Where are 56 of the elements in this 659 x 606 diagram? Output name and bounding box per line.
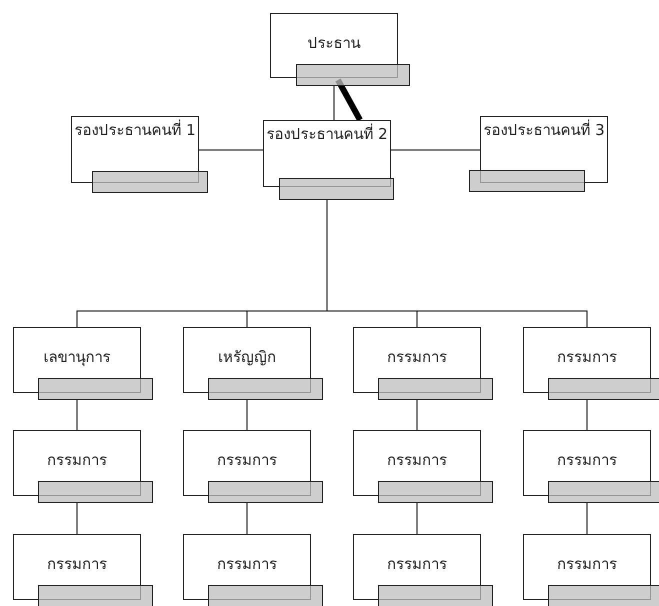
position-title: กรรมการ bbox=[386, 554, 448, 575]
name-plate-bar bbox=[548, 585, 659, 606]
position-title: กรรมการ bbox=[216, 450, 278, 471]
position-title: เหรัญญิก bbox=[217, 347, 277, 368]
position-title: รองประธานคนที่ 2 bbox=[265, 122, 389, 145]
name-plate-bar bbox=[38, 585, 153, 606]
position-title: กรรมการ bbox=[556, 347, 618, 368]
name-plate-bar bbox=[92, 171, 208, 193]
position-card bbox=[353, 430, 493, 503]
position-card bbox=[71, 116, 208, 193]
position-title: ประธาน bbox=[306, 33, 362, 54]
position-card bbox=[183, 534, 323, 606]
position-title: กรรมการ bbox=[46, 554, 108, 575]
name-plate-bar bbox=[208, 585, 323, 606]
name-plate-bar bbox=[208, 378, 323, 400]
position-card bbox=[183, 430, 323, 503]
name-plate-bar bbox=[296, 64, 410, 86]
name-plate-bar bbox=[378, 378, 493, 400]
position-card bbox=[469, 116, 608, 192]
position-card bbox=[183, 327, 323, 400]
name-plate-bar bbox=[548, 481, 659, 503]
name-plate-bar bbox=[378, 585, 493, 606]
connector-line bbox=[586, 400, 588, 430]
position-title: กรรมการ bbox=[46, 450, 108, 471]
position-card bbox=[523, 534, 659, 606]
name-plate-bar bbox=[38, 481, 153, 503]
position-title: เลขานุการ bbox=[42, 347, 112, 368]
position-card bbox=[13, 534, 153, 606]
connector-line bbox=[416, 400, 418, 430]
position-card bbox=[523, 327, 659, 400]
position-title: กรรมการ bbox=[386, 450, 448, 471]
position-card bbox=[13, 327, 153, 400]
name-plate-bar bbox=[208, 481, 323, 503]
connector-line bbox=[246, 400, 248, 430]
position-card bbox=[270, 13, 410, 86]
connector-line bbox=[76, 400, 78, 430]
name-plate-bar bbox=[38, 378, 153, 400]
position-card bbox=[353, 534, 493, 606]
name-plate-bar bbox=[548, 378, 659, 400]
position-title: กรรมการ bbox=[386, 347, 448, 368]
name-plate-bar bbox=[279, 178, 394, 200]
position-title: กรรมการ bbox=[556, 554, 618, 575]
connector-line bbox=[76, 502, 78, 534]
name-plate-bar bbox=[378, 481, 493, 503]
name-plate-bar bbox=[469, 170, 585, 192]
position-card bbox=[353, 327, 493, 400]
position-card bbox=[13, 430, 153, 503]
position-card bbox=[263, 120, 394, 200]
position-title: รองประธานคนที่ 1 bbox=[73, 118, 197, 141]
position-title: กรรมการ bbox=[216, 554, 278, 575]
connector-line bbox=[246, 502, 248, 534]
connector-line bbox=[416, 502, 418, 534]
position-card bbox=[523, 430, 659, 503]
connector-line bbox=[586, 502, 588, 534]
position-title: รองประธานคนที่ 3 bbox=[482, 118, 606, 141]
position-title: กรรมการ bbox=[556, 450, 618, 471]
